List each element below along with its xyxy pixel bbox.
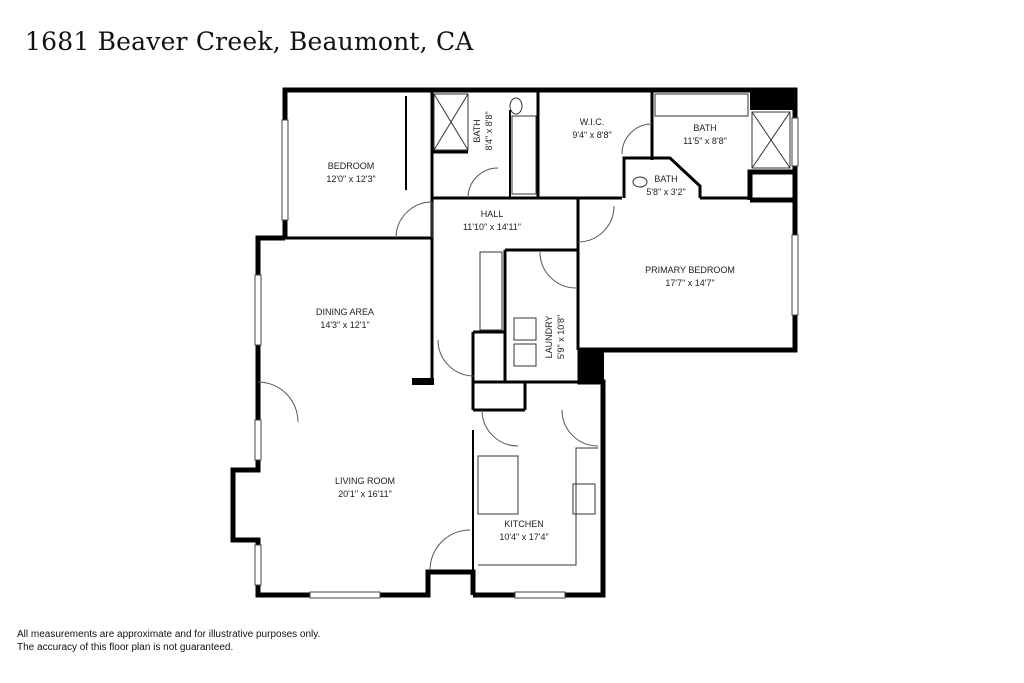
fixtures xyxy=(433,93,791,566)
disclaimer-line-1: All measurements are approximate and for… xyxy=(17,629,321,640)
dining-label: DINING AREA xyxy=(316,307,374,317)
kitchen-dims: 10'4" x 17'4" xyxy=(499,532,548,542)
solid-blocks xyxy=(412,88,796,385)
plan-title: 1681 Beaver Creek, Beaumont, CA xyxy=(25,27,474,56)
wic-label: W.I.C. xyxy=(580,117,605,127)
doors xyxy=(257,123,653,571)
living-room-label: LIVING ROOM xyxy=(335,476,395,486)
hall-label: HALL xyxy=(481,209,504,219)
dining-dims: 14'3" x 12'1" xyxy=(320,320,369,330)
bedroom-label: BEDROOM xyxy=(328,161,375,171)
bath-half-dims: 5'8" x 3'2" xyxy=(646,187,685,197)
disclaimer-line-2: The accuracy of this floor plan is not g… xyxy=(17,642,234,653)
bath-small-label: BATH xyxy=(472,119,482,142)
living-room-dims: 20'1" x 16'11" xyxy=(338,489,392,499)
interior-walls xyxy=(405,90,750,570)
bath-primary-dims: 11'5" x 8'8" xyxy=(683,136,727,146)
room-labels: BEDROOM 12'0" x 12'3" BATH 8'4" x 8'8" W… xyxy=(316,111,735,542)
bedroom-dims: 12'0" x 12'3" xyxy=(326,174,375,184)
laundry-label: LAUNDRY xyxy=(544,316,554,359)
hall-dims: 11'10" x 14'11" xyxy=(463,222,521,232)
disclaimer: All measurements are approximate and for… xyxy=(17,628,320,654)
bath-half-label: BATH xyxy=(654,174,677,184)
windows xyxy=(254,117,799,599)
bath-small-dims: 8'4" x 8'8" xyxy=(484,111,494,150)
bath-primary-label: BATH xyxy=(693,123,716,133)
wic-dims: 9'4" x 8'8" xyxy=(572,130,611,140)
primary-bedroom-dims: 17'7" x 14'7" xyxy=(665,278,714,288)
kitchen-label: KITCHEN xyxy=(504,519,544,529)
primary-bedroom-label: PRIMARY BEDROOM xyxy=(645,265,735,275)
laundry-dims: 5'9" x 10'8" xyxy=(556,315,566,359)
